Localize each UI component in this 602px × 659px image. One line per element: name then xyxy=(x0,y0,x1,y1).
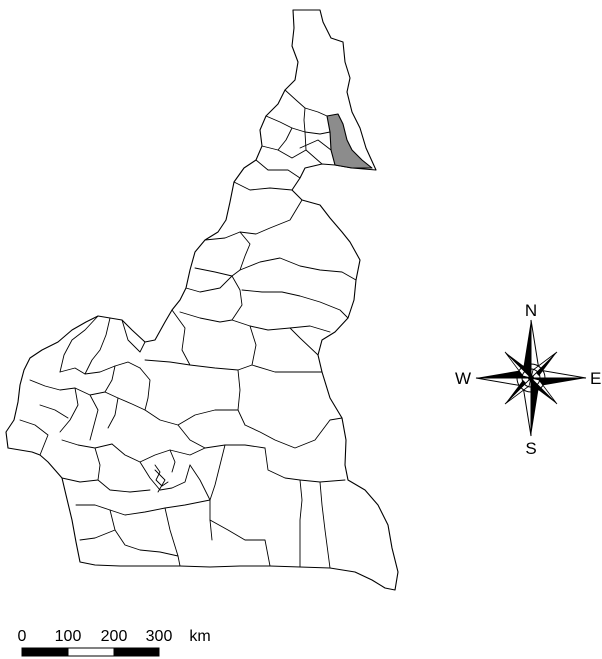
country-map xyxy=(5,9,399,591)
scale-bar: 0 100 200 300 km xyxy=(18,628,211,657)
compass-label-south: S xyxy=(525,439,536,458)
scale-tick-label: 0 xyxy=(18,628,27,645)
scale-segment xyxy=(21,647,69,657)
scale-segment xyxy=(113,647,160,657)
scale-tick-label: 300 xyxy=(146,628,173,645)
scale-segment xyxy=(67,647,115,657)
country-outline xyxy=(5,9,399,591)
scale-tick-label: 100 xyxy=(55,628,82,645)
internal-boundaries xyxy=(19,89,357,569)
compass-label-east: E xyxy=(590,369,601,388)
scale-tick-label: 200 xyxy=(101,628,128,645)
compass-label-north: N xyxy=(525,301,537,320)
scale-unit-label: km xyxy=(189,628,210,645)
highlighted-department xyxy=(326,113,373,169)
compass-rose: N S E W xyxy=(455,301,601,458)
compass-label-west: W xyxy=(455,369,471,388)
compass-south-arrow-icon xyxy=(522,376,539,437)
